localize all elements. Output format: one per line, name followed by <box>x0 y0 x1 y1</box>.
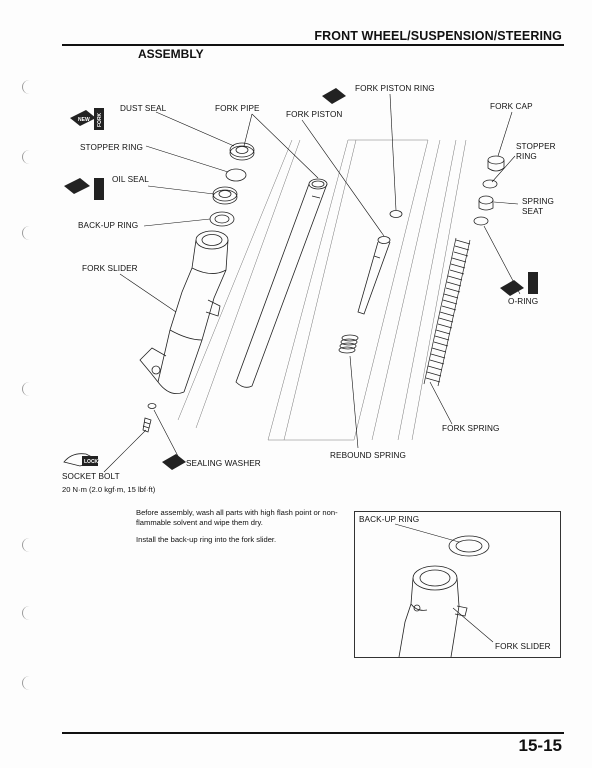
label-back-up-ring: BACK-UP RING <box>78 221 139 230</box>
binder-hole-mark <box>22 150 37 164</box>
label-fork-slider: FORK SLIDER <box>82 264 138 273</box>
label-sealing-washer: SEALING WASHER <box>186 459 261 468</box>
label-stopper-ring: STOPPER RING <box>80 143 143 152</box>
fork-spring-part <box>423 237 471 387</box>
o-ring-part <box>473 216 489 226</box>
fork-piston-part <box>357 236 391 315</box>
label-fork-piston-ring: FORK PISTON RING <box>355 84 435 93</box>
detail-label-back-up-ring: BACK-UP RING <box>359 515 420 524</box>
binder-hole-mark <box>22 80 37 94</box>
torque-spec: 20 N·m (2.0 kgf·m, 15 lbf·ft) <box>62 485 156 494</box>
page-header-title: FRONT WHEEL/SUSPENSION/STEERING <box>314 29 562 43</box>
svg-text:FORK: FORK <box>97 112 103 127</box>
dust-seal-part <box>229 142 255 161</box>
instruction-text: Before assembly, wash all parts with hig… <box>136 508 338 527</box>
new-part-icon <box>64 178 90 194</box>
label-o-ring: O-RING <box>508 297 539 306</box>
fork-oil-icon <box>94 178 104 200</box>
detail-label-fork-slider: FORK SLIDER <box>495 642 551 651</box>
label-spring-seat: SPRING SEAT <box>522 197 554 216</box>
binder-hole-mark <box>22 606 37 620</box>
label-oil-seal: OIL SEAL <box>112 175 149 184</box>
socket-bolt-part <box>142 417 152 433</box>
section-title: ASSEMBLY <box>138 47 204 61</box>
header-rule <box>62 44 564 46</box>
svg-text:NEW: NEW <box>78 117 90 123</box>
fork-oil-icon: FORK <box>94 108 104 130</box>
new-part-icon <box>500 280 524 296</box>
rebound-spring-part <box>338 334 359 354</box>
oil-seal-part <box>212 186 238 205</box>
fork-slider-part <box>139 230 229 395</box>
label-dust-seal: DUST SEAL <box>120 104 167 113</box>
binder-hole-mark <box>22 226 37 240</box>
binder-hole-mark <box>22 382 37 396</box>
footer-rule <box>62 732 564 734</box>
label-stopper-ring-upper: STOPPER RING <box>516 142 556 161</box>
spring-seat-part <box>478 195 494 211</box>
instruction-text: Install the back-up ring into the fork s… <box>136 535 277 544</box>
fork-piston-ring-part <box>389 210 403 218</box>
new-part-icon <box>322 88 346 104</box>
locking-agent-icon: LOCK <box>63 453 100 467</box>
fork-pipe-part <box>235 178 328 388</box>
label-socket-bolt: SOCKET BOLT <box>62 472 120 481</box>
svg-text:LOCK: LOCK <box>84 459 99 465</box>
guide-lines <box>177 139 467 441</box>
fork-cap-part <box>487 155 505 172</box>
binder-hole-mark <box>22 676 37 690</box>
detail-drawing <box>394 523 494 657</box>
label-fork-pipe: FORK PIPE <box>215 104 260 113</box>
stopper-ring-part <box>225 168 247 182</box>
label-fork-spring: FORK SPRING <box>442 424 500 433</box>
page-number: 15-15 <box>518 736 562 755</box>
new-part-icon <box>162 454 186 470</box>
label-fork-piston: FORK PISTON <box>286 110 343 119</box>
label-rebound-spring: REBOUND SPRING <box>330 451 407 460</box>
sealing-washer-part <box>147 403 157 409</box>
leader-lines <box>103 93 521 473</box>
label-fork-cap: FORK CAP <box>490 102 533 111</box>
back-up-ring-part <box>209 211 235 227</box>
binder-hole-mark <box>22 538 37 552</box>
stopper-ring-upper-part <box>482 179 498 189</box>
fork-oil-icon <box>528 272 538 294</box>
detail-inset: BACK-UP RING FORK SLIDER <box>354 511 561 658</box>
assembly-instructions: Before assembly, wash all parts with hig… <box>136 508 351 552</box>
new-part-icon: NEW <box>70 110 96 126</box>
